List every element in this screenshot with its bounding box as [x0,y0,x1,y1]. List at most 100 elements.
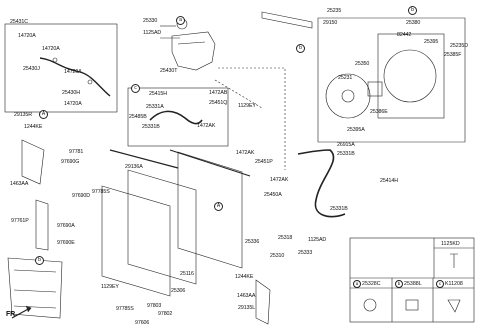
callout-a: a [176,16,185,25]
part-label: 25414H [380,178,398,184]
part-label: 25380 [406,20,421,26]
radiator-support [7,257,63,319]
part-label: 1244KE [24,124,43,130]
part-label: 25451P [255,159,273,165]
callout-b: b [408,6,417,15]
legend-part-c: K11208 [445,281,463,287]
reservoir-tank [171,31,216,71]
part-label: 26915A [337,142,355,148]
part-label: 25431C [10,19,28,25]
part-label: 29150 [323,20,338,26]
part-label: 97781 [69,149,84,155]
part-label: 97761P [11,218,29,224]
lower-hose [297,149,346,218]
legend-part-b: 25388L [404,281,422,287]
part-label: 25331B [142,124,160,130]
part-label: 25395 [424,39,439,45]
part-label: 14720A [42,46,60,52]
part-label: 1472AK [197,123,216,129]
part-label: 25485B [129,114,147,120]
callout-b: b [296,44,305,53]
part-label: 25231 [338,75,353,81]
legend-header: 1125KD [441,241,460,247]
part-label: 25386E [370,109,388,115]
part-label: 1463AA [10,181,29,187]
part-label: 25430H [62,90,80,96]
part-label: 1244KE [235,274,254,280]
part-label: 1125AD [308,237,327,243]
part-label: 25451Q [209,100,228,106]
part-label: 97690E [57,240,75,246]
part-label: 97803 [147,303,162,309]
part-label: 25331B [337,151,355,157]
clip-icon [447,299,461,313]
part-label: 25350 [355,61,370,67]
hose-clamp [52,57,58,63]
upper-hose [149,110,203,125]
overflow-hose [39,57,111,97]
bracket-icon [405,299,419,311]
radiator-core [177,151,243,269]
air-guide-left [21,139,45,185]
part-label: 14720A [64,69,82,75]
intercooler-core [101,185,171,297]
upper-bracket [261,11,313,29]
part-label: 97690A [57,223,75,229]
fan-hub [341,89,355,103]
part-label: 14720A [64,101,82,107]
part-label: 25430J [23,66,40,72]
air-guide-right [255,279,271,325]
legend-box [349,237,475,323]
part-label: 29135L [238,305,256,311]
front-direction-label: FR. [6,311,17,318]
callout-b: b [35,256,44,265]
part-label: 25331A [146,104,164,110]
radiator-top-seal [109,149,179,169]
callout-A: A [214,202,223,211]
part-label: 25450A [264,192,282,198]
part-label: 97606 [135,320,150,326]
fan-motor-ring [383,49,437,103]
fan-shroud [377,33,445,119]
part-label: 97690G [61,159,80,165]
part-label: 14720A [18,33,36,39]
clip-icon [363,298,377,312]
part-label: 25331B [330,206,348,212]
bolt-icon [450,253,458,268]
part-label: 25235D [450,43,468,49]
hose-group-c-box [127,87,229,147]
part-label: 25310 [270,253,285,259]
part-label: 25336 [245,239,260,245]
part-label: 25385F [444,52,462,58]
legend-letter-a: a [353,280,361,288]
part-label: 25306 [171,288,186,294]
legend-letter-b: b [395,280,403,288]
part-label: 1472AB [209,90,228,96]
part-label: 1129EY [238,103,256,109]
part-label: 25415H [149,91,167,97]
bracket-left [35,199,49,251]
part-label: 97785S [116,306,134,312]
part-label: 25318 [278,235,293,241]
part-label: 1129EY [101,284,119,290]
part-label: 82442 [397,32,412,38]
part-label: 25395A [347,127,365,133]
hose-group-box [4,23,118,113]
part-label: 1463AA [237,293,256,299]
part-label: 97785S [92,189,110,195]
callout-A: A [39,110,48,119]
part-label: 29135R [14,112,32,118]
part-label: 25333 [298,250,313,256]
legend-letter-c: c [436,280,444,288]
part-label: 25330 [143,18,158,24]
fan-shroud-box [317,17,466,143]
condenser-core [127,169,197,285]
part-label: 97690D [72,193,90,199]
legend-part-a: 25328C [362,281,381,287]
callout-c: c [131,84,140,93]
part-label: 25116 [180,271,194,277]
part-label: 1472AK [236,150,255,156]
hose-clamp [87,79,93,85]
